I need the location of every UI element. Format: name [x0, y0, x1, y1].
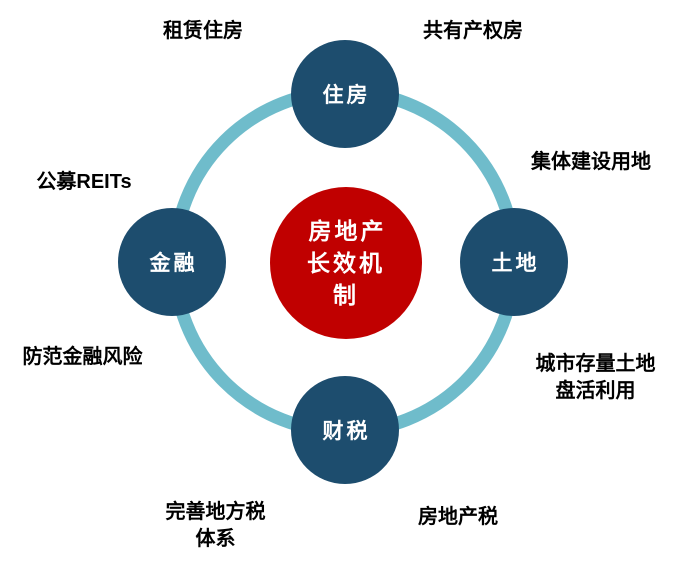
node-finance-label: 金融 — [149, 252, 198, 275]
label-urban-stock-land-utilization: 城市存量土地 盘活利用 — [535, 353, 656, 402]
node-housing-label: 住房 — [322, 84, 371, 107]
node-fiscal-tax: 财税 — [291, 376, 399, 484]
label-public-reits: 公募REITs — [36, 171, 132, 193]
label-shared-ownership-housing: 共有产权房 — [423, 20, 523, 42]
node-land: 土地 — [460, 208, 568, 316]
label-collective-construction-land: 集体建设用地 — [531, 151, 651, 173]
node-housing: 住房 — [291, 40, 399, 148]
node-finance: 金融 — [118, 208, 226, 316]
node-fiscal-tax-label: 财税 — [322, 420, 371, 443]
label-prevent-financial-risk: 防范金融风险 — [22, 346, 143, 368]
label-rental-housing: 租赁住房 — [163, 20, 243, 42]
node-land-label: 土地 — [491, 252, 540, 275]
label-property-tax: 房地产税 — [418, 506, 498, 528]
center-circle-label: 房地产 长效机 制 — [307, 217, 387, 309]
label-improve-local-tax-system: 完善地方税 体系 — [165, 501, 266, 550]
center-circle-long-term-mechanism: 房地产 长效机 制 — [270, 187, 422, 339]
